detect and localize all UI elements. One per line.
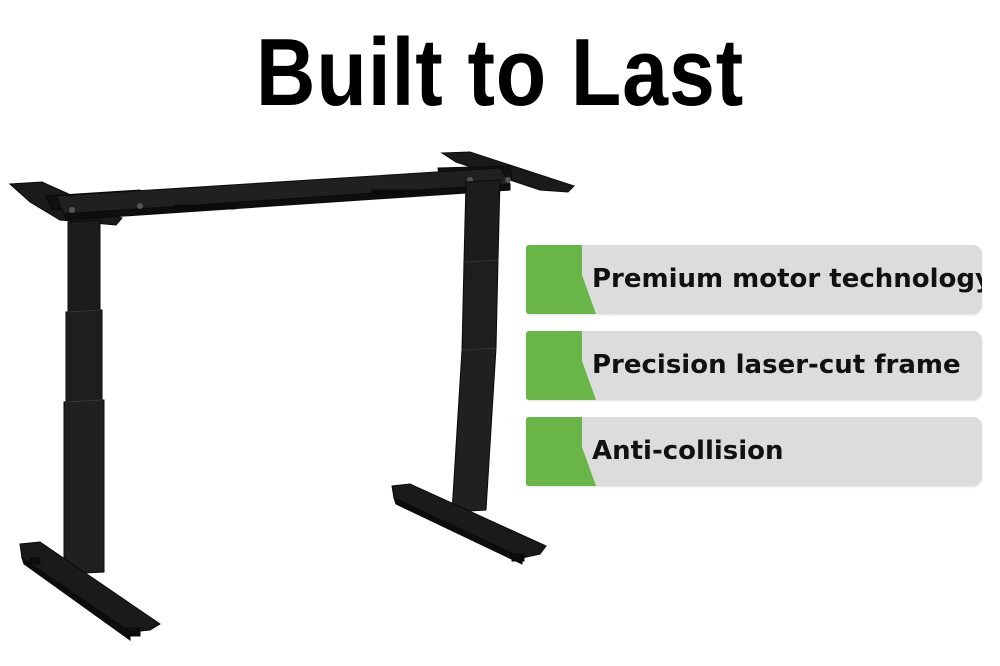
- feature-label: Premium motor technology: [592, 264, 982, 294]
- feature-item-anti-collision: Anti-collision: [526, 417, 982, 486]
- green-tab-icon: [526, 245, 596, 314]
- green-tab-icon: [526, 331, 596, 400]
- feature-item-premium-motor: Premium motor technology: [526, 245, 982, 314]
- page-title: Built to Last: [255, 19, 745, 126]
- feature-label: Precision laser-cut frame: [592, 350, 961, 380]
- green-tab-icon: [526, 417, 596, 486]
- feature-list: Premium motor technology Precision laser…: [526, 245, 982, 486]
- feature-label: Anti-collision: [592, 436, 784, 466]
- desk-frame-image: [8, 151, 575, 641]
- feature-item-laser-cut-frame: Precision laser-cut frame: [526, 331, 982, 400]
